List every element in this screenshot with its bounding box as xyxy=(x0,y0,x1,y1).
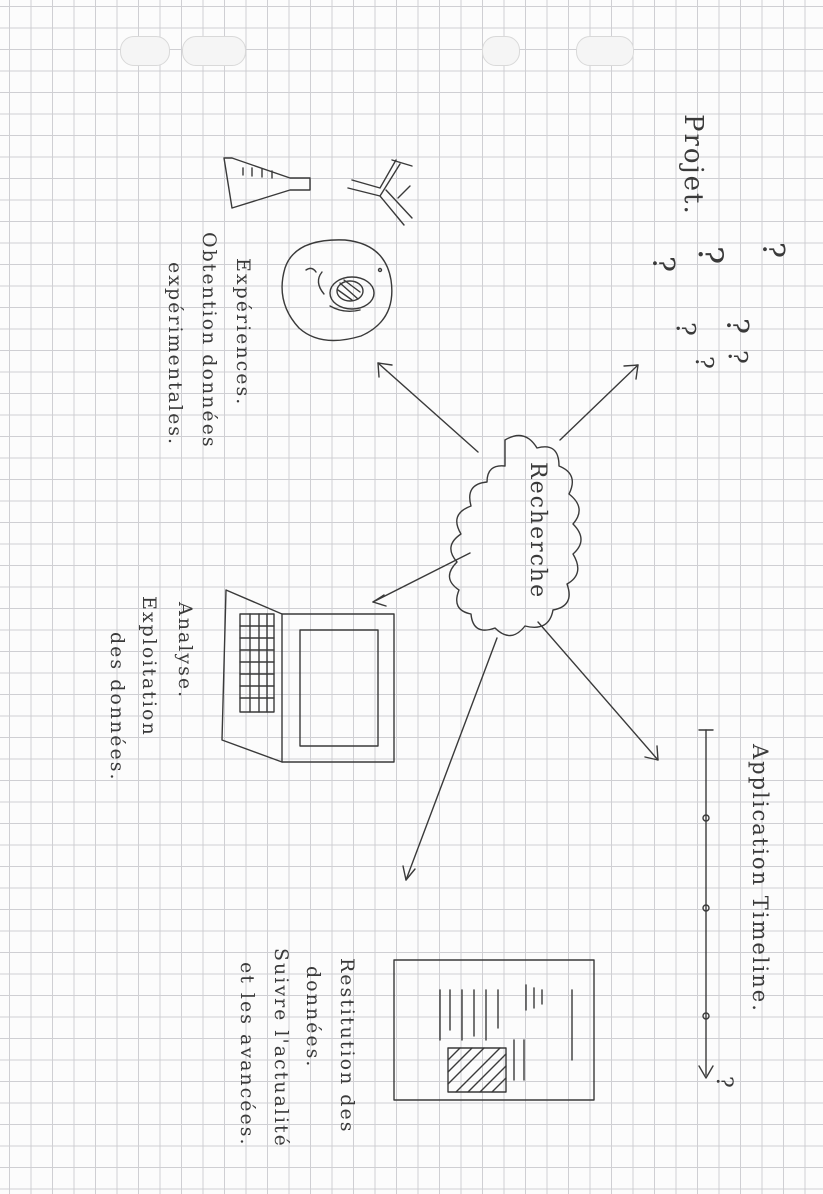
laptop-icon xyxy=(221,589,395,763)
document-icon xyxy=(393,959,595,1101)
restitution-line3: Suivre l'actualité xyxy=(270,948,292,1148)
binder-hole xyxy=(482,36,520,66)
timeline-icon xyxy=(698,729,714,1079)
question-mark: ? xyxy=(722,350,752,366)
arrow-to-restitution xyxy=(402,637,498,881)
experiences-line3: expérimentales. xyxy=(164,262,186,447)
project-label: Projet. xyxy=(678,114,708,216)
question-mark: ? xyxy=(755,242,790,261)
center-label: Recherche xyxy=(525,462,550,600)
experiences-line1: Expériences. xyxy=(232,258,254,407)
experiences-line2: Obtention données xyxy=(198,232,220,449)
timeline-end-mark: ? xyxy=(711,1076,736,1090)
analyse-line2: Exploitation xyxy=(138,596,160,737)
flask-icon xyxy=(223,157,311,209)
antibody-icon xyxy=(347,159,413,226)
application-label: Application Timeline. xyxy=(748,744,772,1013)
restitution-line4: et les avancées. xyxy=(236,962,258,1147)
arrow-to-application xyxy=(537,621,659,761)
binder-hole xyxy=(120,36,170,66)
binder-hole xyxy=(182,36,246,66)
cloud-shape xyxy=(448,434,582,637)
arrow-to-experiences xyxy=(377,362,479,453)
analyse-line1: Analyse. xyxy=(174,602,196,700)
arrow-to-project xyxy=(559,364,639,441)
question-mark: ? xyxy=(645,256,680,275)
question-mark: ? xyxy=(719,318,754,337)
binder-hole xyxy=(576,36,634,66)
cell-icon xyxy=(281,239,393,342)
question-mark: ? xyxy=(690,246,730,267)
question-mark: ? xyxy=(690,356,718,371)
restitution-line2: données. xyxy=(302,966,324,1069)
analyse-line3: des données. xyxy=(106,632,128,782)
question-mark: ? xyxy=(670,322,700,338)
restitution-line1: Restitution des xyxy=(336,958,358,1134)
arrow-to-analyse xyxy=(372,552,471,607)
